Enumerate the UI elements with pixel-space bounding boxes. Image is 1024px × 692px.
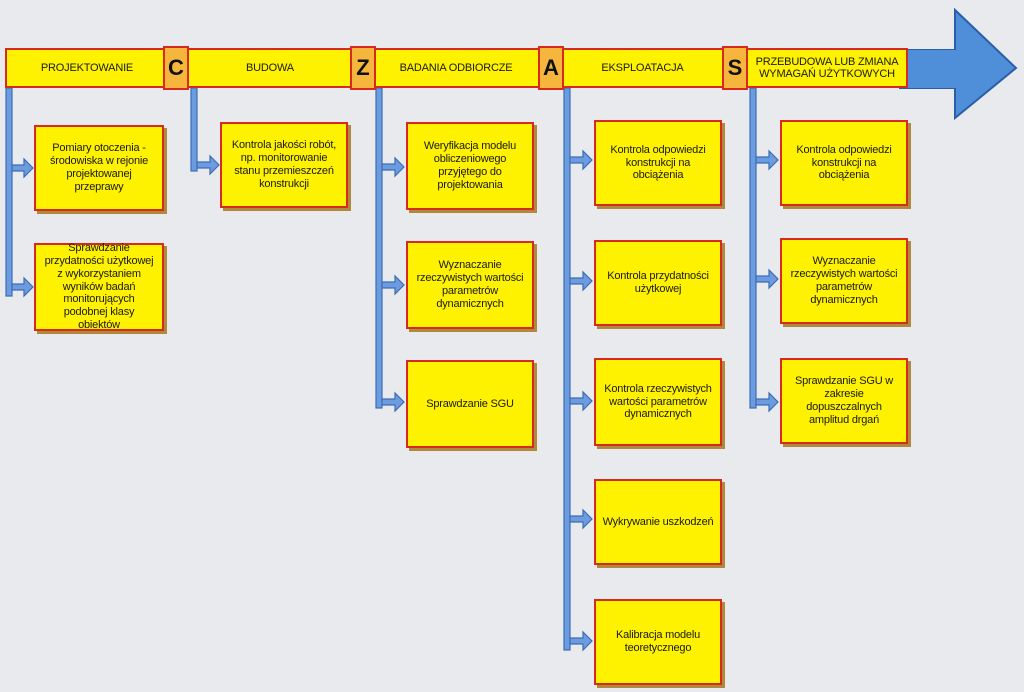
connectors [5,87,779,652]
task-box: Kontrola przydatności użytkowej [594,240,722,326]
task-box: Kontrola odpowiedzi konstrukcji na obcią… [594,120,722,206]
task-box: Kalibracja modelu teoretycznego [594,599,722,685]
phase-badania-odbiorcze: BADANIA ODBIORCZE [399,61,513,74]
phase-budowa: BUDOWA [246,61,294,74]
letter-c: C [163,46,189,90]
letter-z: Z [350,46,376,90]
task-box: Sprawdzanie SGU w zakresie dopuszczalnyc… [780,358,908,444]
task-box: Wyznaczanie rzeczywistych wartości param… [780,238,908,324]
task-box: Wyznaczanie rzeczywistych wartości param… [406,241,534,329]
timeline-arrow-body [900,50,960,88]
phase-eksploatacja: EKSPLOATACJA [601,61,684,74]
phase-przebudowa: PRZEBUDOWA LUB ZMIANA WYMAGAŃ UŻYTKOWYCH [755,55,899,80]
letter-s: S [722,46,748,90]
task-box: Sprawdzanie SGU [406,360,534,448]
phase-projektowanie: PROJEKTOWANIE [40,61,134,74]
task-box: Pomiary otoczenia - środowiska w rejonie… [34,125,164,211]
task-box: Weryfikacja modelu obliczeniowego przyję… [406,122,534,210]
timeline-band [5,48,908,88]
task-box: Kontrola rzeczywistych wartości parametr… [594,358,722,446]
task-box: Kontrola jakości robót, np. monitorowani… [220,122,348,208]
task-box: Wykrywanie uszkodzeń [594,479,722,565]
task-box: Sprawdzanie przydatności użytkowej z wyk… [34,242,164,331]
letter-a: A [538,46,564,90]
task-box: Kontrola odpowiedzi konstrukcji na obcią… [780,120,908,206]
